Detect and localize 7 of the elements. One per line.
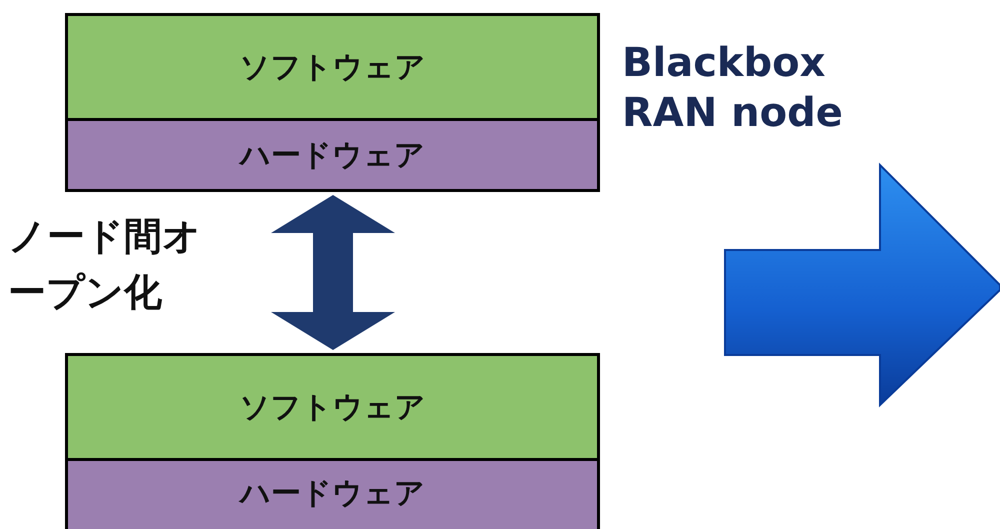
software-layer-box: ソフトウェア xyxy=(65,353,600,461)
software-layer-box: ソフトウェア xyxy=(65,13,600,121)
hardware-layer-box: ハードウェア xyxy=(65,118,600,192)
double-arrow xyxy=(271,195,395,350)
hardware-layer-box: ハードウェア xyxy=(65,458,600,529)
caption-text: Blackbox RAN node xyxy=(622,39,844,138)
edge-label: ノード間オープン化 xyxy=(8,213,202,316)
